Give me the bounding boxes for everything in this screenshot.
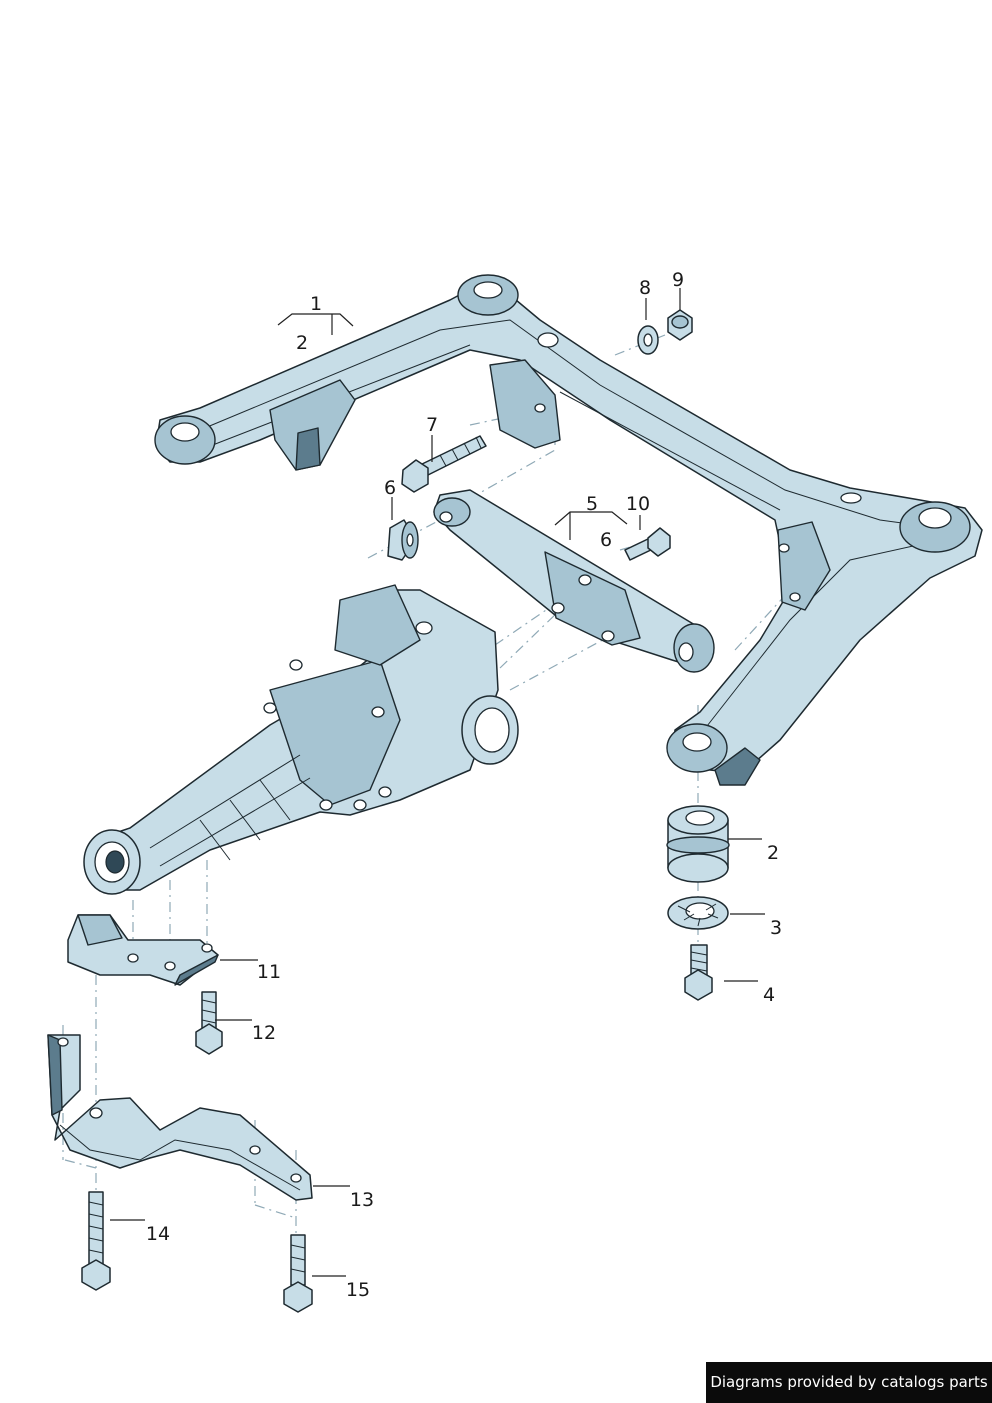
callout-8: 8 [639, 277, 651, 299]
callout-6-left: 6 [384, 477, 396, 499]
credit-banner: Diagrams provided by catalogs parts [706, 1362, 992, 1403]
callout-5: 5 [586, 493, 598, 515]
long-bolt [81, 1191, 111, 1291]
callout-6-right: 6 [600, 529, 612, 551]
spring-washer [667, 896, 729, 930]
callout-3: 3 [770, 917, 782, 939]
washer [637, 325, 659, 355]
mounting-bracket [67, 914, 219, 986]
callout-11: 11 [257, 961, 281, 983]
medium-bolt [283, 1234, 313, 1313]
callout-14: 14 [146, 1223, 170, 1245]
callout-13: 13 [350, 1189, 374, 1211]
callout-7: 7 [426, 414, 438, 436]
callout-4: 4 [763, 984, 775, 1006]
callout-10: 10 [626, 493, 650, 515]
callout-15: 15 [346, 1279, 370, 1301]
callout-2-mount: 2 [767, 842, 779, 864]
rubber-mount [666, 805, 730, 883]
hex-bolt-short [624, 527, 671, 561]
callout-9: 9 [672, 269, 684, 291]
callout-12: 12 [252, 1022, 276, 1044]
support-arm [47, 1034, 313, 1201]
hex-bolt-long [401, 435, 487, 493]
callout-1: 1 [310, 293, 322, 315]
hex-nut [667, 309, 693, 341]
callout-2-subframe: 2 [296, 332, 308, 354]
link-arm [433, 489, 715, 673]
rear-subframe [154, 274, 983, 786]
leader-lines [110, 288, 765, 1277]
callout-labels: 1 2 2 3 4 5 6 6 7 8 9 10 11 12 13 14 15 [146, 269, 782, 1301]
bracket-bolt [195, 991, 223, 1055]
flange-bolt [684, 944, 713, 1001]
final-drive-housing [83, 584, 519, 895]
bushing-sleeve [387, 519, 419, 561]
